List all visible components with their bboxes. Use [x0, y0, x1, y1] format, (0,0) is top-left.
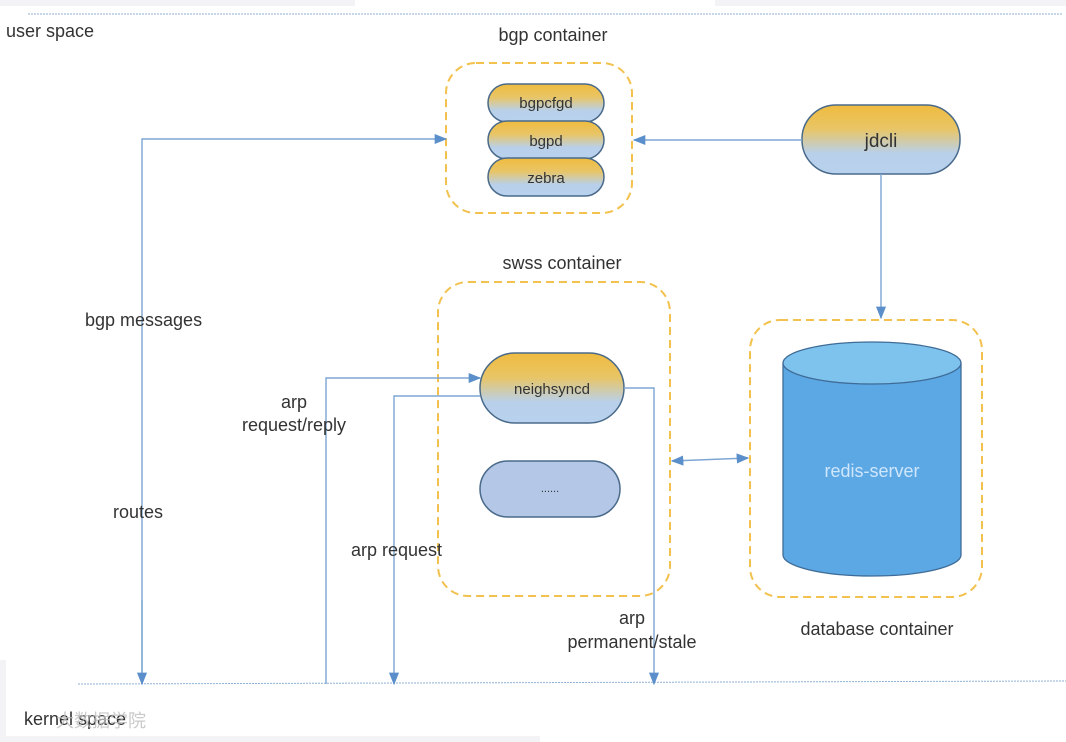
process-other: ......: [479, 460, 621, 518]
label-bgp-messages: bgp messages: [85, 310, 202, 330]
svg-text:redis-server: redis-server: [824, 461, 919, 481]
bgp-container-title: bgp container: [498, 25, 607, 45]
svg-text:......: ......: [541, 483, 559, 495]
process-zebra: zebra: [487, 157, 605, 197]
label-arp-permanent-stale-1: arp: [619, 608, 645, 628]
kernel-space-label: kernel space: [24, 709, 126, 729]
label-arp-request-reply-1: arp: [281, 392, 307, 412]
jdcli-node: jdcli: [801, 104, 961, 175]
watermark: 大数据学院: [56, 711, 146, 731]
redis-server-cylinder: redis-server: [782, 341, 962, 577]
process-bgpcfgd: bgpcfgd: [487, 83, 605, 123]
edge-swss-database-bidirectional: [670, 453, 750, 466]
edge-arp-request: [388, 395, 480, 686]
edge-arp-request-reply: [325, 372, 482, 684]
edge-bgp-messages: [141, 133, 448, 684]
svg-text:bgpd: bgpd: [529, 133, 562, 150]
swss-container: [437, 281, 671, 597]
label-arp-request: arp request: [351, 540, 442, 560]
database-container: [749, 319, 983, 598]
user-space-label: user space: [6, 21, 94, 41]
svg-text:bgpcfgd: bgpcfgd: [519, 95, 572, 112]
svg-text:jdcli: jdcli: [864, 131, 898, 152]
svg-text:neighsyncd: neighsyncd: [514, 381, 590, 398]
kernel-space-boundary: [77, 680, 1066, 685]
edge-arp-permanent-stale: [624, 387, 660, 686]
label-arp-request-reply-2: request/reply: [242, 415, 346, 435]
swss-container-title: swss container: [502, 253, 621, 273]
bottom-crop-strip: [0, 736, 540, 742]
process-bgpd: bgpd: [487, 120, 605, 160]
top-crop-strip-left: [0, 0, 355, 6]
process-neighsyncd: neighsyncd: [479, 352, 625, 424]
left-crop-strip: [0, 660, 6, 742]
label-routes: routes: [113, 502, 163, 522]
label-arp-permanent-stale-2: permanent/stale: [567, 632, 696, 652]
database-container-title: database container: [800, 619, 953, 639]
svg-text:zebra: zebra: [527, 170, 565, 187]
top-crop-strip-right: [715, 0, 1066, 6]
